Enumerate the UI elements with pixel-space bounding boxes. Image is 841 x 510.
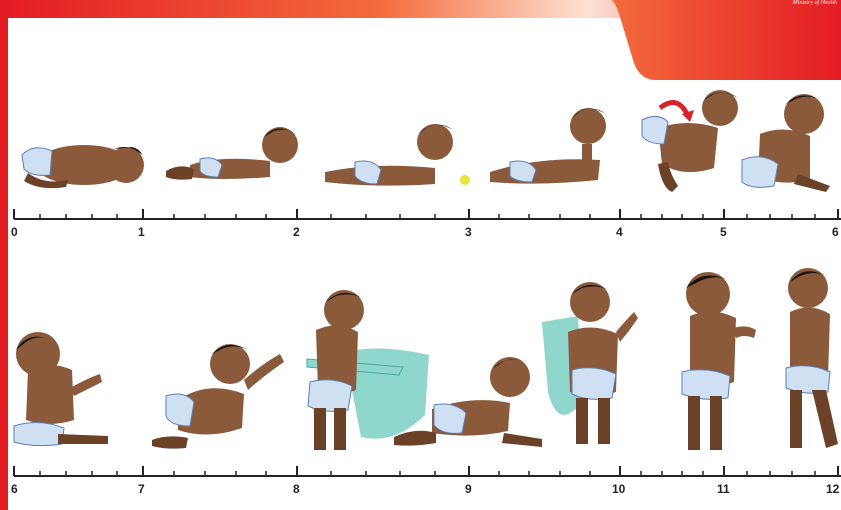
tick-label: 3 <box>465 225 472 239</box>
baby-standing-alone-11mo <box>676 272 766 462</box>
baby-rolling-over-5mo <box>638 88 748 198</box>
baby-pushing-up-4mo <box>470 100 630 195</box>
baby-crawling-9mo <box>392 355 552 455</box>
baby-newborn-curled <box>14 125 154 195</box>
baby-walking-12mo <box>782 268 841 460</box>
tick-label: 10 <box>612 482 625 496</box>
tick-label: 2 <box>293 225 300 239</box>
baby-lifting-head-3mo <box>305 112 475 197</box>
tick-label: 12 <box>826 482 839 496</box>
tick-label: 8 <box>293 482 300 496</box>
tick-label: 6 <box>832 225 839 239</box>
baby-sitting-supported-6mo <box>738 90 841 195</box>
timeline-bottom-axis <box>0 462 841 482</box>
tick-label: 0 <box>11 225 18 239</box>
baby-standing-holding-8mo <box>300 290 380 460</box>
corner-banner-shape <box>611 0 841 80</box>
left-accent-bar <box>0 0 8 510</box>
baby-lying-prone-1mo <box>160 115 310 195</box>
tick-label: 4 <box>616 225 623 239</box>
timeline-bottom: 6 7 8 9 10 11 12 <box>0 462 841 502</box>
timeline-top: 0 1 2 3 4 5 6 <box>0 205 841 245</box>
tick-label: 11 <box>717 482 730 496</box>
baby-crawling-position-7mo <box>148 340 288 455</box>
tick-label: 5 <box>720 225 727 239</box>
timeline-top-axis <box>0 205 841 225</box>
brand-tag: Ministry of Health <box>793 0 837 6</box>
baby-sitting-alone-6mo <box>8 330 118 450</box>
tick-label: 7 <box>138 482 145 496</box>
tick-label: 6 <box>11 482 18 496</box>
tick-label: 9 <box>465 482 472 496</box>
tick-label: 1 <box>138 225 145 239</box>
baby-cruising-10mo <box>538 282 648 457</box>
